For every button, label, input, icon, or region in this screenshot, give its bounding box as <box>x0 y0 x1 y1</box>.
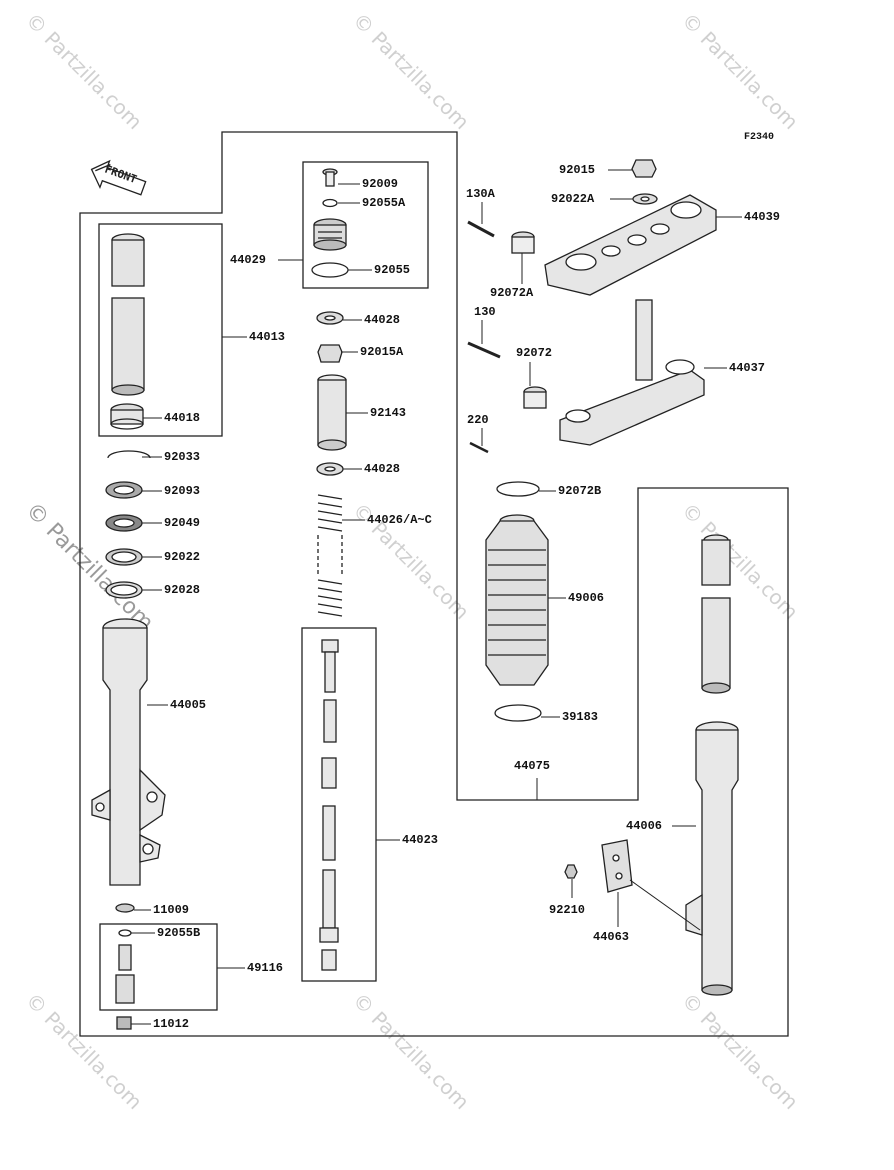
part-label-92009[interactable]: 92009 <box>362 177 399 191</box>
bushing-44018 <box>110 403 144 430</box>
part-label-92072B[interactable]: 92072B <box>558 484 602 498</box>
part-label-49116[interactable]: 49116 <box>247 961 284 975</box>
part-label-92033[interactable]: 92033 <box>164 450 201 464</box>
steering-stem-44037 <box>559 299 705 446</box>
part-label-44005[interactable]: 44005 <box>170 698 207 712</box>
leader-lines <box>131 169 742 1025</box>
box-44013 <box>98 223 223 437</box>
part-label-92015A[interactable]: 92015A <box>360 345 404 359</box>
outer-tube-44006 <box>685 721 739 996</box>
part-label-92055[interactable]: 92055 <box>374 263 411 277</box>
fork-cap <box>313 218 347 251</box>
fork-boot-49006 <box>485 514 549 686</box>
part-label-44075[interactable]: 44075 <box>514 759 551 773</box>
part-label-44063[interactable]: 44063 <box>593 930 630 944</box>
box-44023 <box>301 627 377 982</box>
oring-92055 <box>311 262 349 278</box>
part-label-44006[interactable]: 44006 <box>626 819 663 833</box>
part-label-92055A[interactable]: 92055A <box>362 196 406 210</box>
nut-92015 <box>631 159 657 178</box>
axle-clamp-44063 <box>601 839 633 893</box>
part-label-11009[interactable]: 11009 <box>153 903 190 917</box>
part-label-44018[interactable]: 44018 <box>164 411 201 425</box>
part-label-92049[interactable]: 92049 <box>164 516 201 530</box>
part-label-44029[interactable]: 44029 <box>230 253 267 267</box>
gasket-11009 <box>115 903 135 913</box>
clamp-92072B <box>496 481 540 497</box>
part-label-92210[interactable]: 92210 <box>549 903 586 917</box>
inner-tube-44013 <box>111 233 145 396</box>
part-label-92022A[interactable]: 92022A <box>551 192 595 206</box>
clamp-92072 <box>523 386 547 409</box>
spring-44026 <box>317 494 343 617</box>
upper-bracket-44039 <box>544 194 717 296</box>
box-49116 <box>99 923 218 1011</box>
part-label-44026[interactable]: 44026/A~C <box>367 513 432 527</box>
part-label-44013[interactable]: 44013 <box>249 330 286 344</box>
diagram-code: F2340 <box>744 132 775 143</box>
nut-92015A <box>317 344 343 363</box>
part-label-39183[interactable]: 39183 <box>562 710 599 724</box>
part-label-44028-bottom[interactable]: 44028 <box>364 462 401 476</box>
part-label-44028-top[interactable]: 44028 <box>364 313 401 327</box>
part-label-92143[interactable]: 92143 <box>370 406 407 420</box>
part-label-11012[interactable]: 11012 <box>153 1017 190 1031</box>
oring-92055A <box>322 198 338 208</box>
part-label-130A[interactable]: 130A <box>466 187 495 201</box>
part-label-92015[interactable]: 92015 <box>559 163 596 177</box>
part-label-92055B[interactable]: 92055B <box>157 926 201 940</box>
plug-11012 <box>116 1016 132 1030</box>
inner-tube-44075 <box>701 534 731 694</box>
part-label-44037[interactable]: 44037 <box>729 361 766 375</box>
part-label-92072A[interactable]: 92072A <box>490 286 534 300</box>
part-label-44039[interactable]: 44039 <box>744 210 781 224</box>
part-label-220[interactable]: 220 <box>467 413 489 427</box>
part-label-130[interactable]: 130 <box>474 305 496 319</box>
cap-bolt-92009 <box>322 168 338 187</box>
clamp-39183 <box>494 704 542 722</box>
main-outline <box>79 131 789 1037</box>
bolt-130A <box>467 220 495 238</box>
damper-rod-44023 <box>319 639 339 971</box>
spacer-92143 <box>317 379 347 446</box>
bolt-92210 <box>564 864 578 879</box>
part-label-92028[interactable]: 92028 <box>164 583 201 597</box>
part-label-92093[interactable]: 92093 <box>164 484 201 498</box>
part-label-92022[interactable]: 92022 <box>164 550 201 564</box>
part-label-49006[interactable]: 49006 <box>568 591 605 605</box>
box-44029 <box>302 161 429 289</box>
part-label-92072[interactable]: 92072 <box>516 346 553 360</box>
clamp-92072A <box>511 231 535 254</box>
bolt-220 <box>469 441 489 454</box>
clip-92033 <box>107 450 151 459</box>
outer-tube-44005 <box>91 618 166 886</box>
part-label-44023[interactable]: 44023 <box>402 833 439 847</box>
valve-49116 <box>115 944 135 1004</box>
front-arrow <box>90 159 147 196</box>
oring-92055B <box>118 929 132 937</box>
bolt-130 <box>467 341 501 359</box>
